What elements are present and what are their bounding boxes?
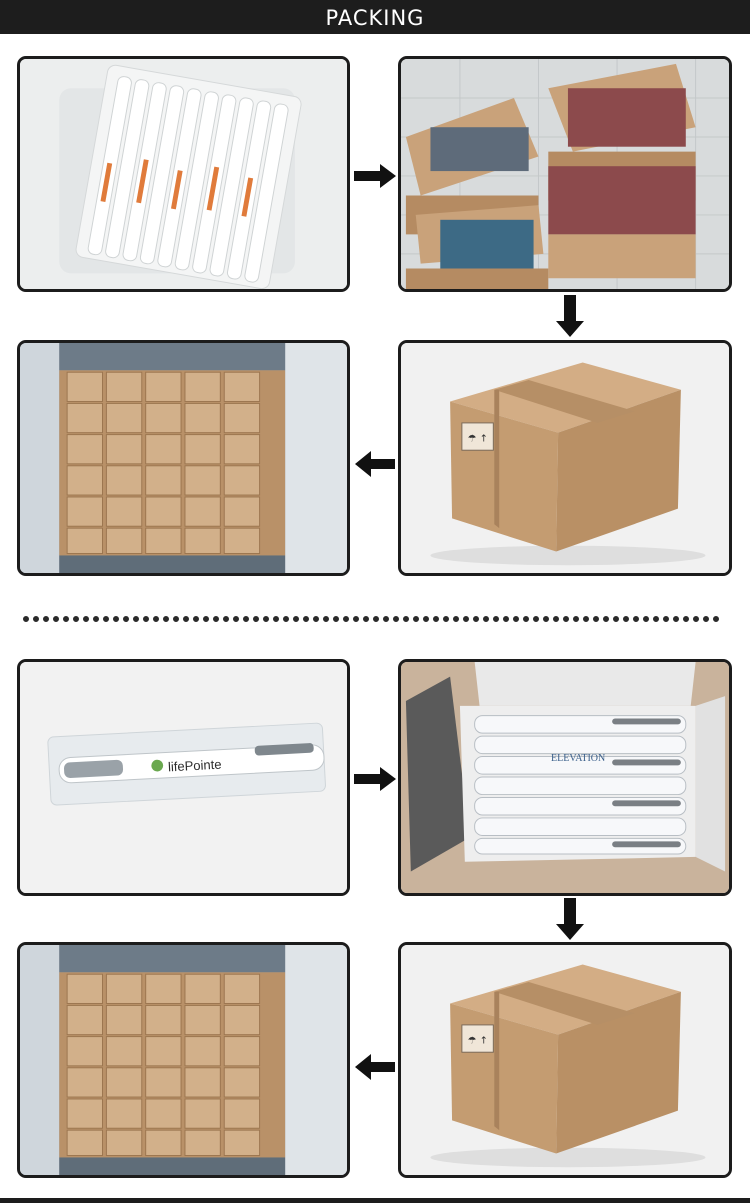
bottom-border — [0, 1198, 750, 1203]
carton-photo: ☂ ↑ — [398, 942, 732, 1178]
section-divider — [22, 612, 729, 624]
single-pen-photo: lifePointe — [17, 659, 350, 896]
container-photo — [17, 340, 350, 576]
packing-banner: PACKING — [0, 0, 750, 34]
pens-bundle-photo — [17, 56, 350, 292]
page-title: PACKING — [325, 6, 425, 30]
carton-photo: ☂ ↑ — [398, 340, 732, 576]
pen-logo-label: lifePointe — [167, 756, 222, 775]
box-logo-label: ELEVATION — [551, 753, 606, 764]
container-photo — [17, 942, 350, 1178]
arrow-right-icon — [354, 767, 396, 791]
arrow-right-icon — [354, 164, 396, 188]
arrow-left-icon — [355, 451, 395, 477]
arrow-down-icon — [556, 898, 584, 940]
open-cartons-photo — [398, 56, 732, 292]
arrow-down-icon — [556, 295, 584, 337]
arrow-left-icon — [355, 1054, 395, 1080]
svg-text:☂ ↑: ☂ ↑ — [468, 1035, 488, 1046]
open-box-photo: ELEVATION — [398, 659, 732, 896]
svg-text:☂ ↑: ☂ ↑ — [468, 433, 488, 444]
